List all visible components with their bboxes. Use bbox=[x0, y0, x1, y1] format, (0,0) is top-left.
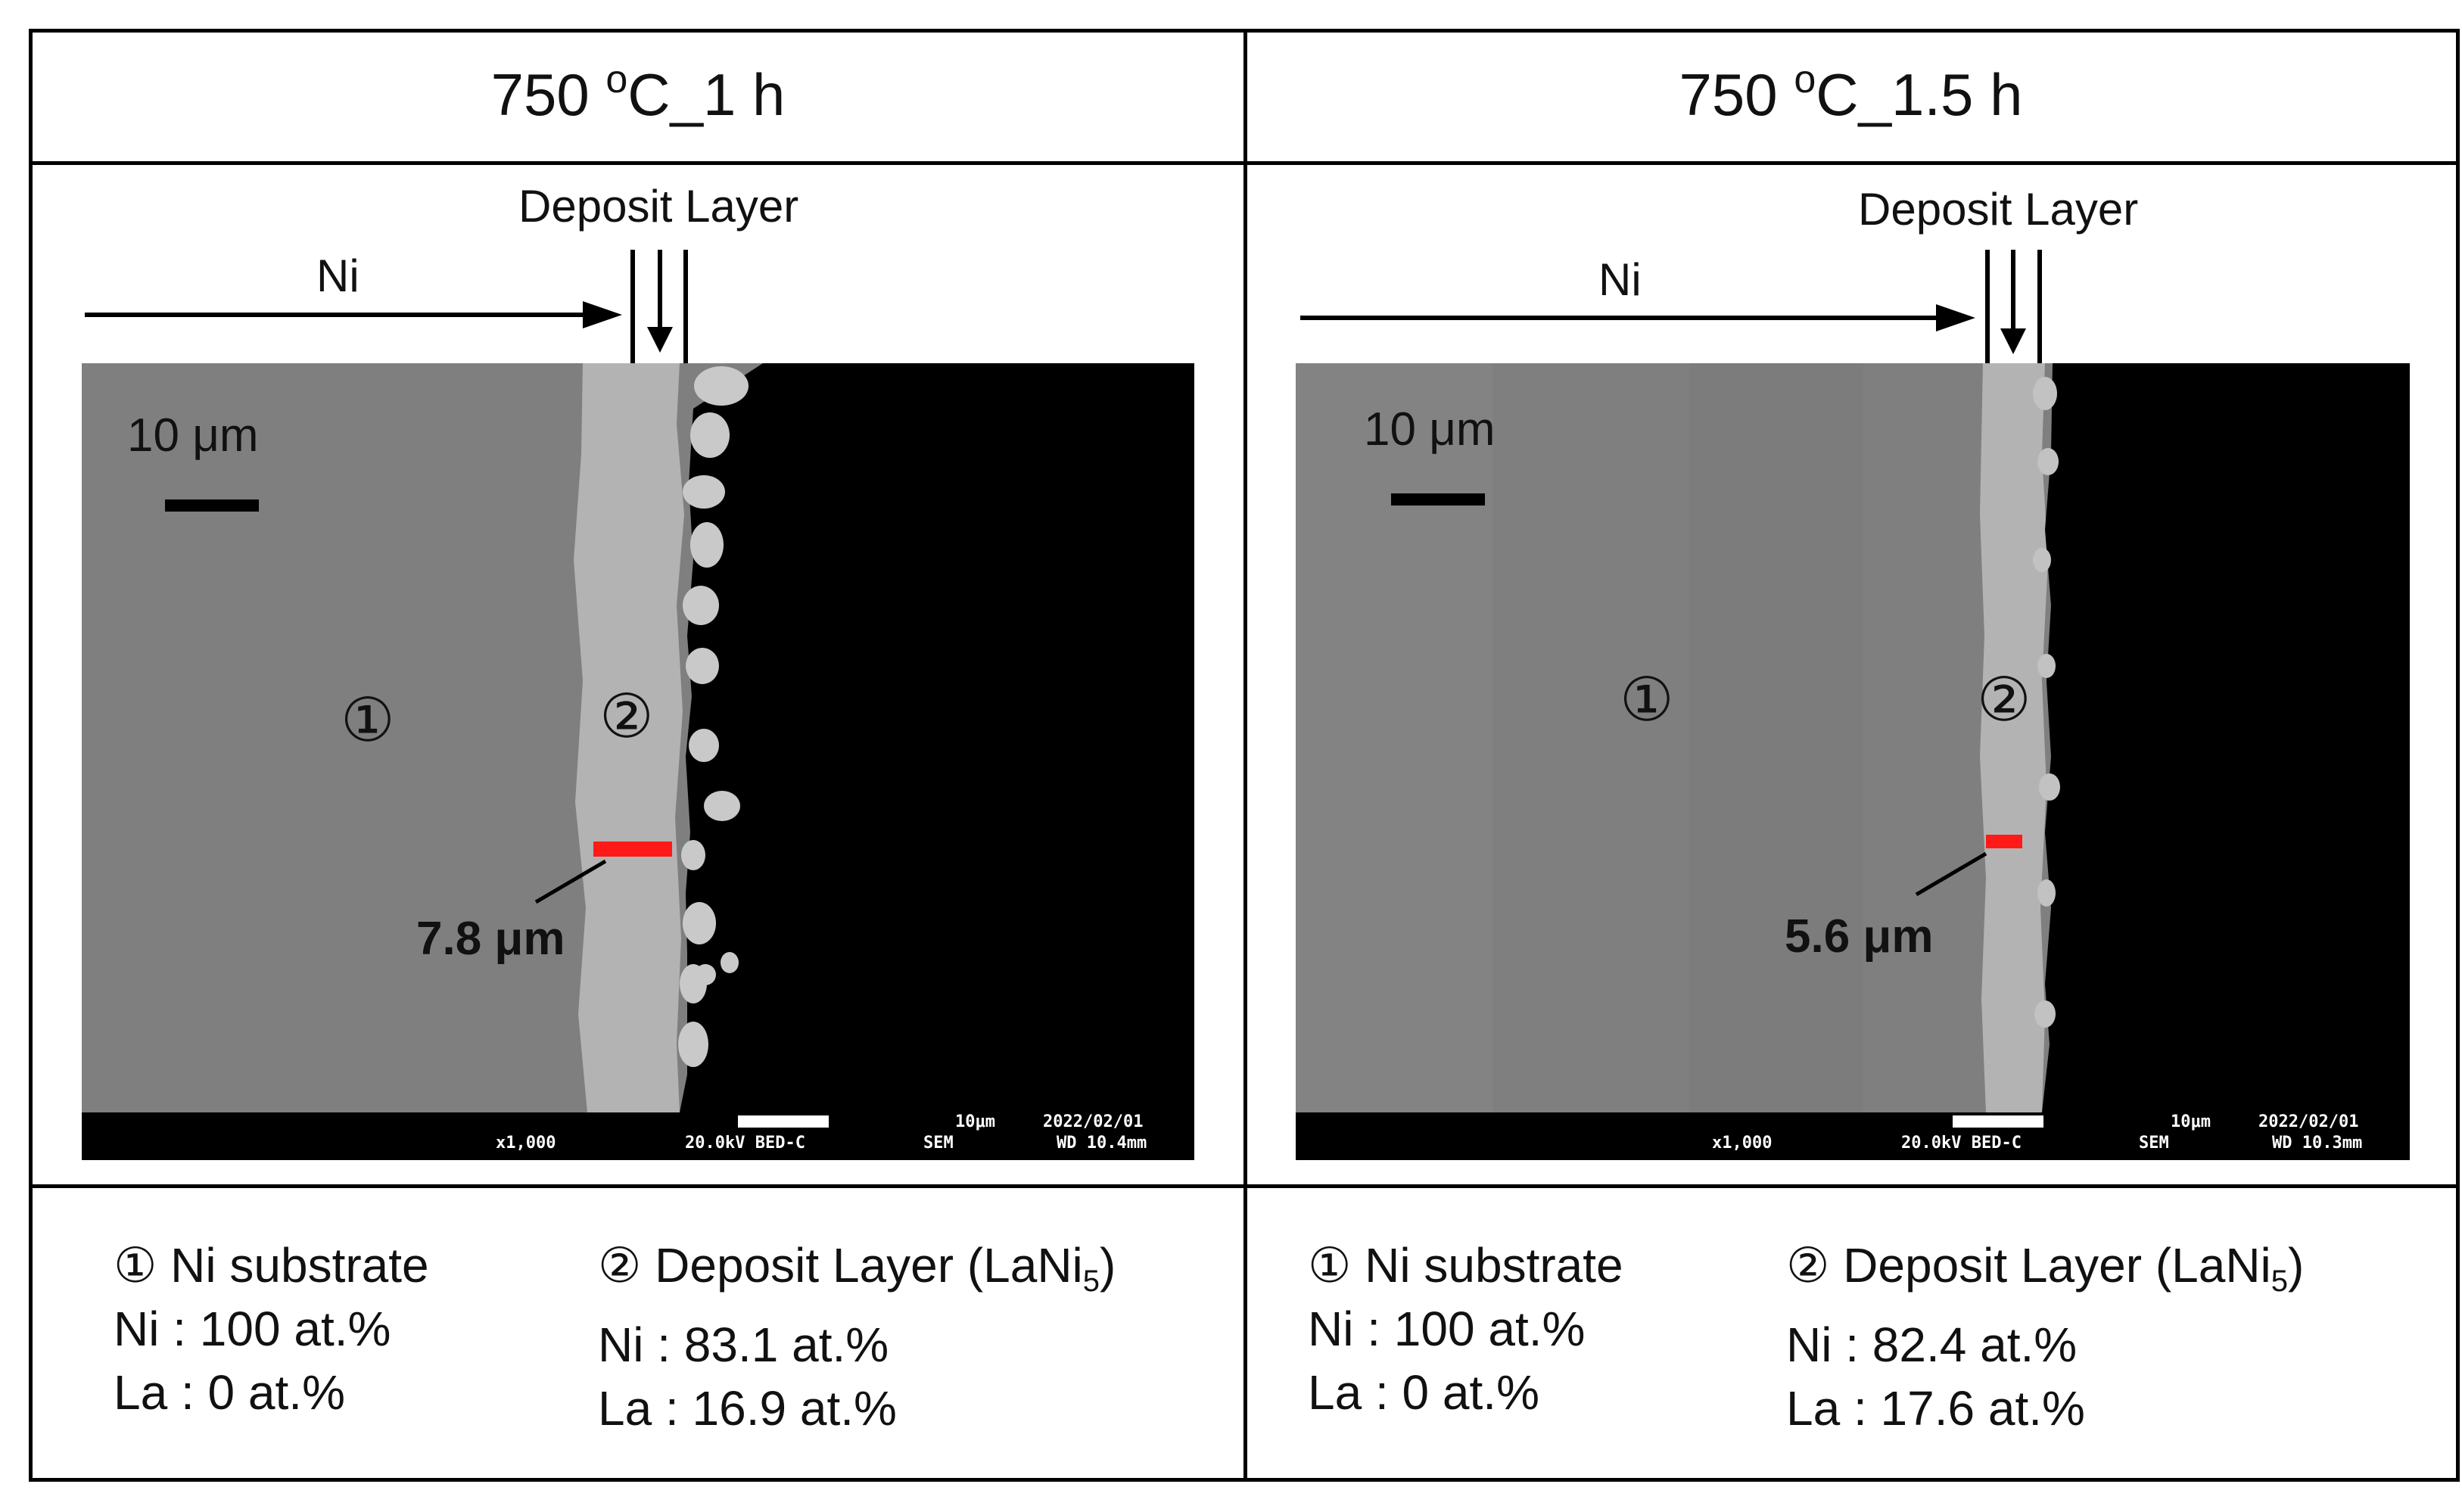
panel-2-region-1-la: La : 0 at.% bbox=[1308, 1365, 1539, 1420]
panel-2-ni-arrow bbox=[1300, 304, 1975, 331]
panel-2-thickness-label: 5.6 μm bbox=[1785, 910, 1934, 963]
panel-1-deposit-label: Deposit Layer bbox=[518, 181, 799, 232]
panel-1-header: 750 oC_1 h bbox=[490, 58, 786, 128]
panel-2-sem-type: SEM bbox=[2139, 1134, 2169, 1153]
panel-2-sem-image bbox=[1296, 363, 2410, 1160]
panel-divider bbox=[1243, 33, 1247, 1478]
panel-1-region-2-la: La : 16.9 at.% bbox=[598, 1381, 897, 1436]
panel-1-ni-label: Ni bbox=[316, 250, 359, 301]
panel-2-region-2-title: ② Deposit Layer (LaNi5) bbox=[1786, 1238, 2305, 1298]
panel-1-region-1-marker: ① bbox=[341, 686, 395, 754]
panel-1-sem-kv: 20.0kV BED-C bbox=[685, 1134, 805, 1153]
panel-2-region-2-marker: ② bbox=[1977, 666, 2031, 733]
panel-1-region-2-info: ② Deposit Layer (LaNi5) Ni : 83.1 at.% L… bbox=[598, 1234, 1116, 1440]
panel-2-region-2-ni: Ni : 82.4 at.% bbox=[1786, 1318, 2078, 1372]
panel-2-deposit-label: Deposit Layer bbox=[1858, 184, 2139, 235]
panel-1-sem-scale: 10μm bbox=[955, 1112, 995, 1131]
panel-1-sem-type: SEM bbox=[923, 1134, 954, 1153]
panel-1-sem-image bbox=[82, 363, 1194, 1160]
figure-frame bbox=[29, 29, 2460, 1482]
panel-1-thickness-label: 7.8 μm bbox=[416, 913, 565, 965]
panel-2-region-1-marker: ① bbox=[1620, 666, 1674, 733]
panel-2-scale-label: 10 μm bbox=[1364, 403, 1496, 456]
panel-2-sem-scale: 10μm bbox=[2171, 1112, 2211, 1131]
panel-1-scale-label: 10 μm bbox=[127, 409, 259, 462]
panel-1-sem-date: 2022/02/01 bbox=[1043, 1112, 1144, 1131]
panel-1-sem-wd: WD 10.4mm bbox=[1057, 1134, 1147, 1153]
panel-1-region-2-ni: Ni : 83.1 at.% bbox=[598, 1318, 889, 1372]
panel-2-region-1-ni: Ni : 100 at.% bbox=[1308, 1302, 1586, 1356]
panel-1-region-2-title: ② Deposit Layer (LaNi5) bbox=[598, 1238, 1116, 1298]
panel-2-sem-date: 2022/02/01 bbox=[2258, 1112, 2359, 1131]
panel-1-region-1-la: La : 0 at.% bbox=[114, 1365, 345, 1420]
panel-2-region-1-info: ① Ni substrate Ni : 100 at.% La : 0 at.% bbox=[1308, 1234, 1623, 1424]
panel-1-region-1-title: ① Ni substrate bbox=[114, 1238, 429, 1293]
panel-2-sem-mag: x1,000 bbox=[1712, 1134, 1773, 1153]
panel-2-region-2-info: ② Deposit Layer (LaNi5) Ni : 82.4 at.% L… bbox=[1786, 1234, 2304, 1440]
panel-2-ni-label: Ni bbox=[1598, 254, 1642, 305]
panel-1-region-1-info: ① Ni substrate Ni : 100 at.% La : 0 at.% bbox=[114, 1234, 429, 1424]
panel-1-sem-mag: x1,000 bbox=[496, 1134, 556, 1153]
panel-1-region-2-marker: ② bbox=[599, 683, 654, 750]
panel-2-sem-wd: WD 10.3mm bbox=[2272, 1134, 2363, 1153]
panel-1-ni-arrow bbox=[85, 301, 622, 328]
panel-2-region-1-title: ① Ni substrate bbox=[1308, 1238, 1623, 1293]
panel-1-region-1-ni: Ni : 100 at.% bbox=[114, 1302, 391, 1356]
panel-2-region-2-la: La : 17.6 at.% bbox=[1786, 1381, 2085, 1436]
panel-2-deposit-arrow bbox=[1985, 250, 2042, 366]
panel-1-deposit-arrow bbox=[630, 250, 688, 363]
panel-2-header: 750 oC_1.5 h bbox=[1679, 58, 2023, 128]
panel-2-sem-kv: 20.0kV BED-C bbox=[1901, 1134, 2022, 1153]
